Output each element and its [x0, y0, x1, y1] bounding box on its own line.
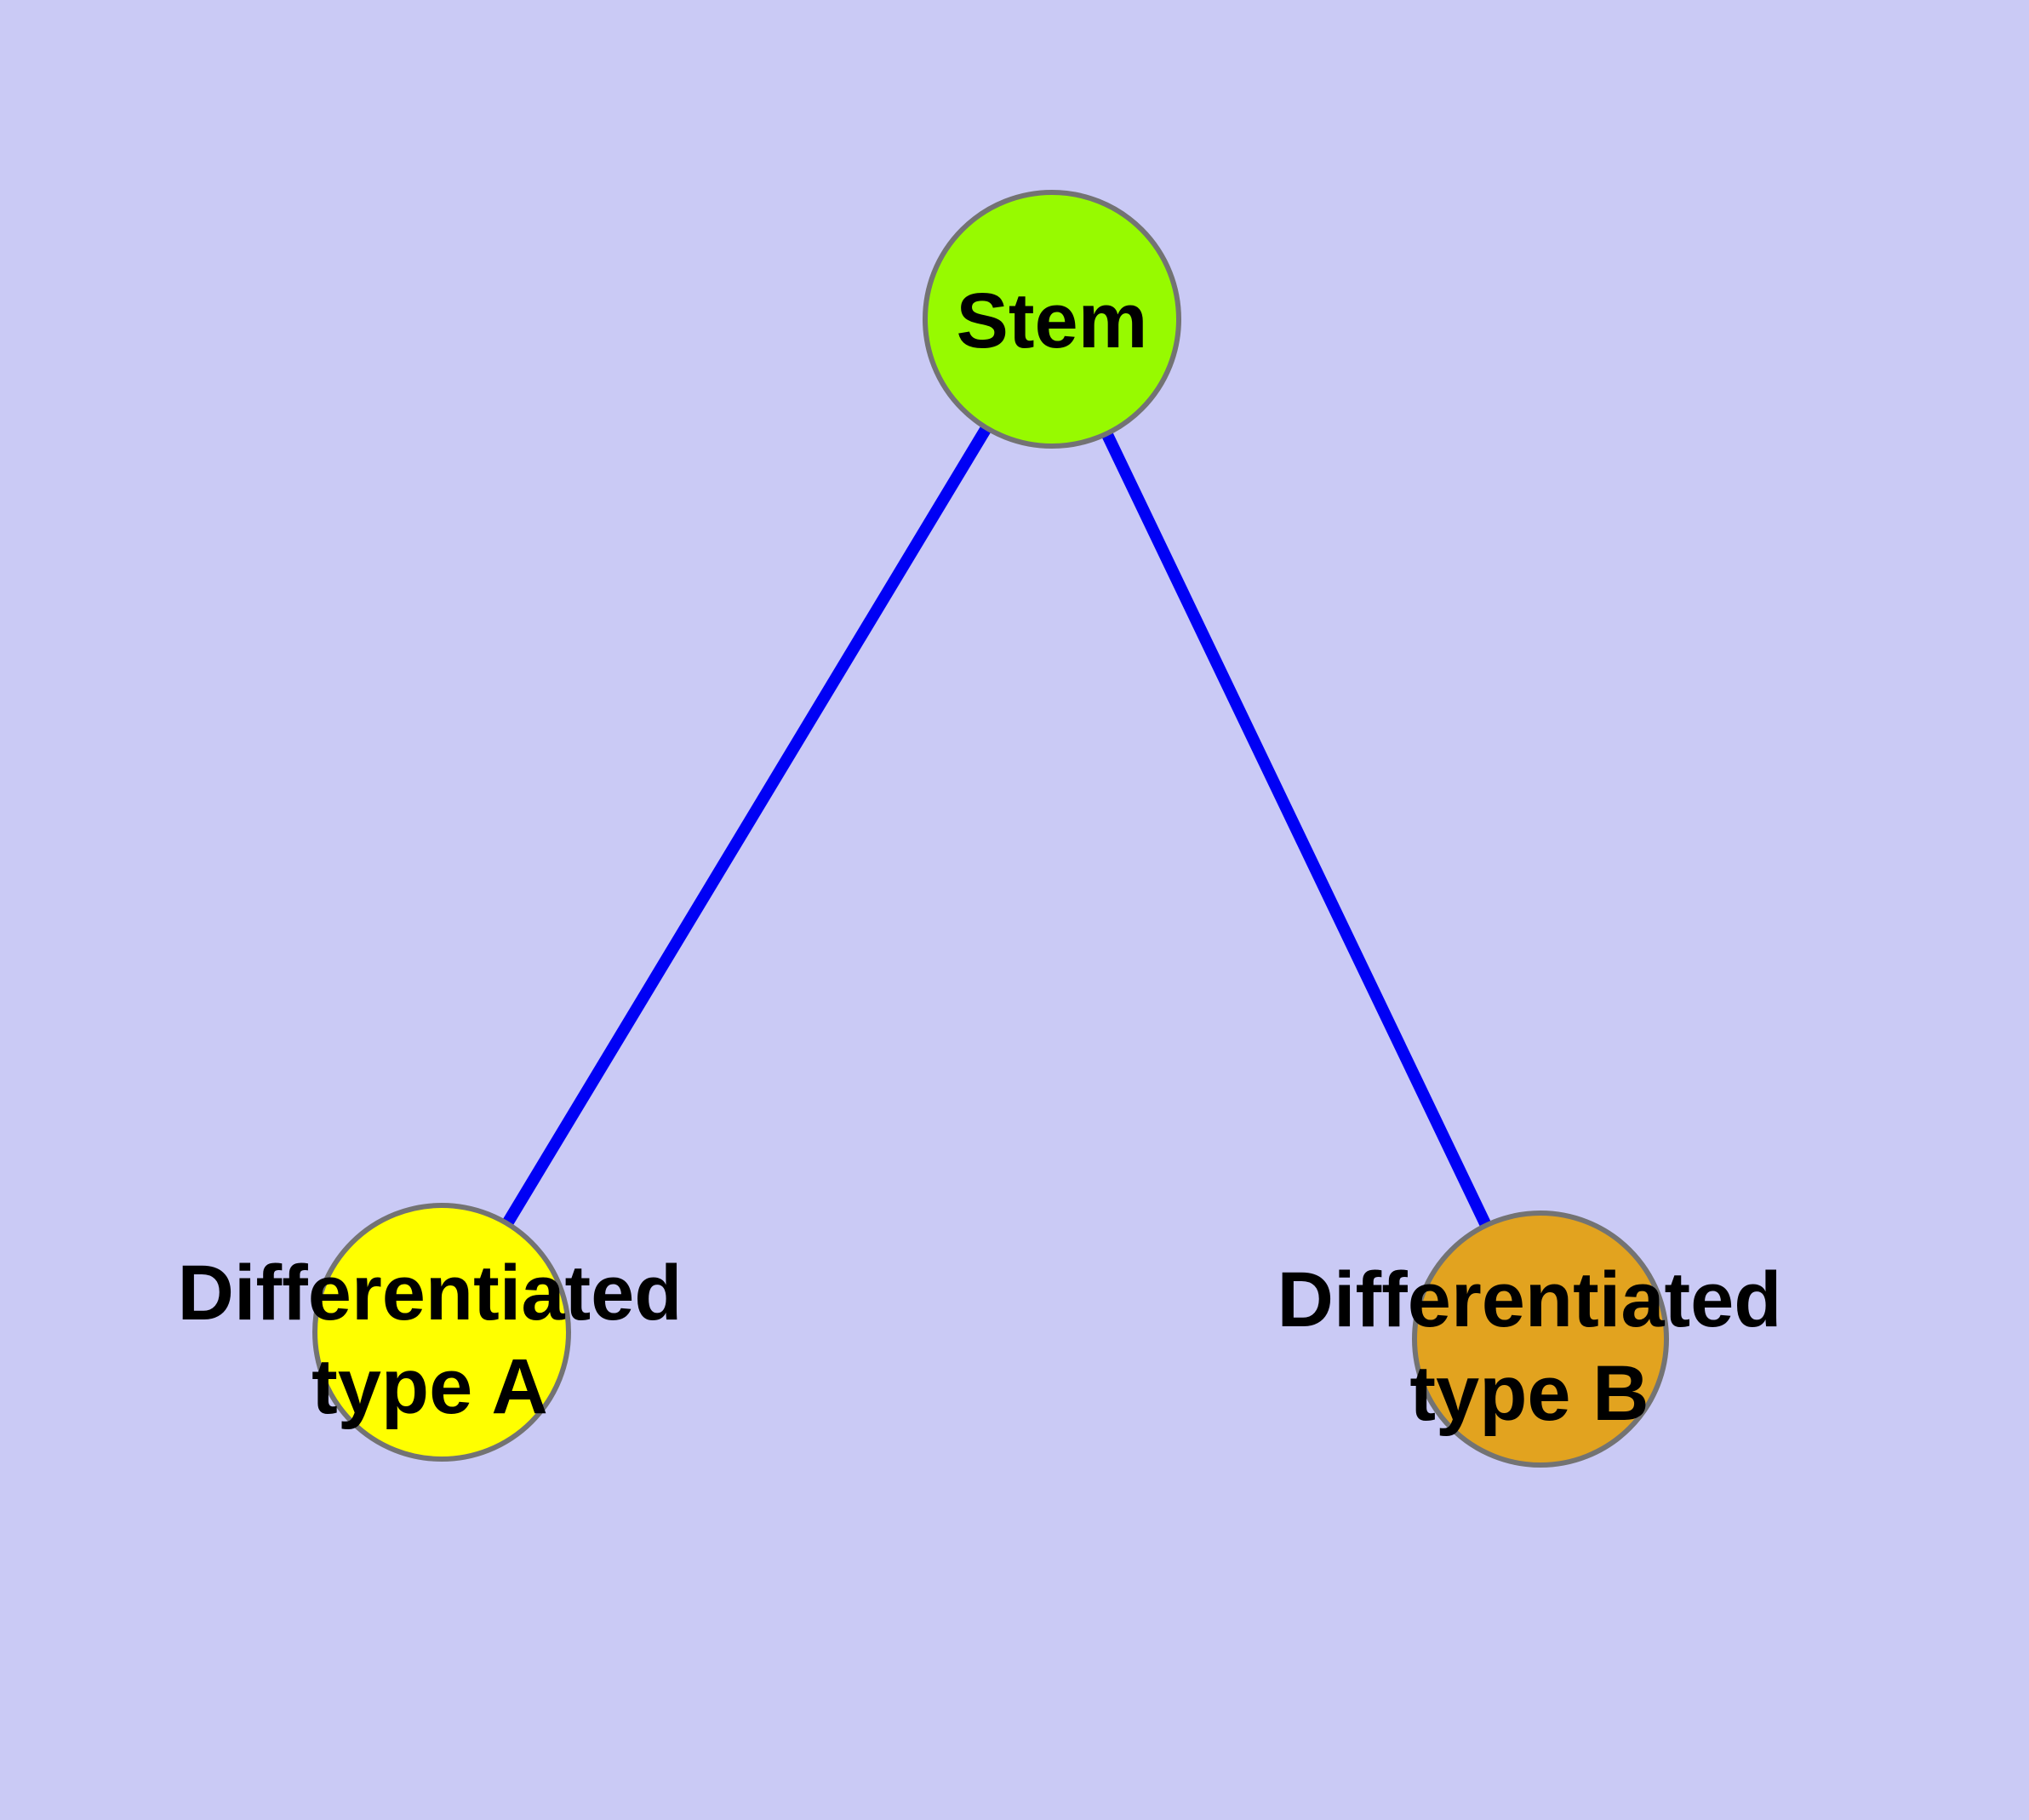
- edge-stem-to-differentiated-type-b: [1046, 316, 1546, 1342]
- node-differentiated-type-b-circle: [1412, 1210, 1669, 1468]
- edge-stem-to-differentiated-type-a: [437, 316, 1057, 1336]
- node-differentiated-type-b-label-line2: type B: [1409, 1350, 1649, 1437]
- node-differentiated-type-b-label-line1: Differentiated: [1277, 1256, 1782, 1343]
- node-differentiated-type-a-label-line2: type A: [311, 1343, 548, 1430]
- node-differentiated-type-a-label-line1: Differentiated: [178, 1250, 683, 1336]
- node-differentiated-type-a-circle: [312, 1203, 571, 1462]
- node-stem-circle: [923, 190, 1181, 449]
- node-stem-label: Stem: [957, 278, 1148, 364]
